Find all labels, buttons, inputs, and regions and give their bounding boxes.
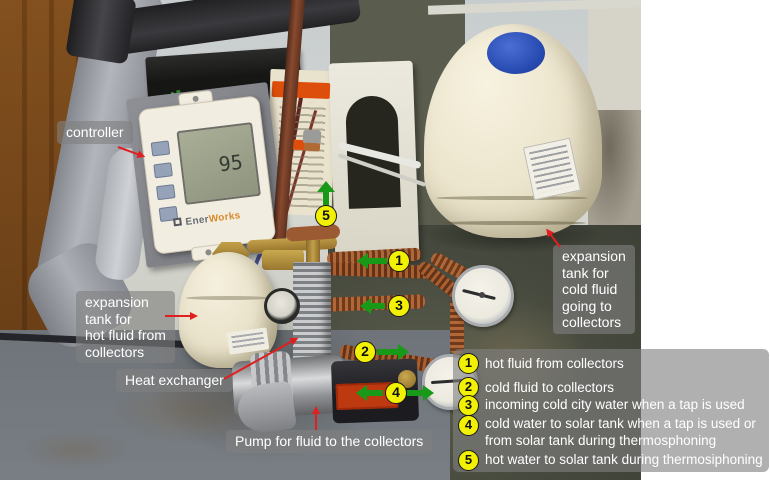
legend-marker-4: 4 bbox=[458, 415, 479, 436]
legend-text-5: hot water to solar tank during thermosip… bbox=[485, 452, 763, 467]
expansion-tank-small bbox=[179, 252, 277, 368]
green-arrow-4-right bbox=[407, 385, 434, 401]
legend-text-2: cold fluid to collectors bbox=[485, 380, 615, 395]
legend-marker-3: 3 bbox=[458, 395, 479, 416]
gauge-upper-hub bbox=[479, 292, 485, 298]
tank-cap-blue bbox=[487, 32, 545, 74]
legend-text-4: cold water to solar tank when a tap is u… bbox=[485, 416, 756, 448]
warning-sticker bbox=[271, 80, 331, 100]
legend-marker-2: 2 bbox=[458, 377, 479, 398]
controller-button-3[interactable] bbox=[155, 184, 176, 201]
floor-stain-2 bbox=[20, 430, 130, 470]
marker-4: 4 bbox=[385, 382, 407, 404]
legend-text-3: incoming cold city water when a tap is u… bbox=[485, 397, 745, 412]
label-expansion-tank-cold: expansion tank for cold fluid going to c… bbox=[553, 245, 635, 334]
marker-1: 1 bbox=[388, 250, 410, 272]
controller-button-2[interactable] bbox=[153, 162, 173, 179]
pipe-coupling-copper bbox=[303, 142, 321, 152]
controller-display-value: 95 bbox=[217, 149, 245, 177]
controller-button-1[interactable] bbox=[150, 140, 171, 157]
red-arrow-tank-hot bbox=[165, 312, 198, 320]
legend-panel bbox=[453, 349, 769, 472]
legend-marker-1: 1 bbox=[458, 353, 479, 374]
green-arrow-3-left bbox=[360, 298, 385, 314]
controller-unit: 95 EnerWorks bbox=[137, 89, 277, 262]
marker-5: 5 bbox=[315, 205, 337, 227]
green-arrow-5-up bbox=[317, 181, 335, 208]
heat-exchanger-fins bbox=[293, 262, 331, 365]
controller-screen: 95 bbox=[176, 122, 261, 205]
label-pump: Pump for fluid to the collectors bbox=[226, 430, 433, 453]
small-tank-crease bbox=[186, 296, 270, 300]
green-arrow-1-left bbox=[357, 253, 387, 269]
tank-band-2 bbox=[438, 221, 586, 225]
pump-gauge-small bbox=[264, 288, 300, 324]
legend-text-1: hot fluid from collectors bbox=[485, 356, 624, 371]
red-arrow-pump bbox=[315, 413, 317, 430]
green-arrow-4-left bbox=[356, 385, 383, 401]
label-expansion-tank-hot: expansion tank for hot fluid from collec… bbox=[76, 291, 175, 363]
label-controller: controller bbox=[57, 121, 133, 144]
label-heat-exchanger: Heat exchanger bbox=[116, 369, 233, 392]
brand-icon bbox=[173, 217, 182, 227]
pipe-fitting-dark bbox=[65, 0, 137, 65]
green-arrow-2-right bbox=[377, 344, 409, 360]
marker-2: 2 bbox=[354, 341, 376, 363]
tank-band-1 bbox=[436, 196, 588, 200]
legend-marker-5: 5 bbox=[458, 450, 479, 471]
marker-3: 3 bbox=[388, 295, 410, 317]
right-wall-strip bbox=[588, 0, 641, 125]
